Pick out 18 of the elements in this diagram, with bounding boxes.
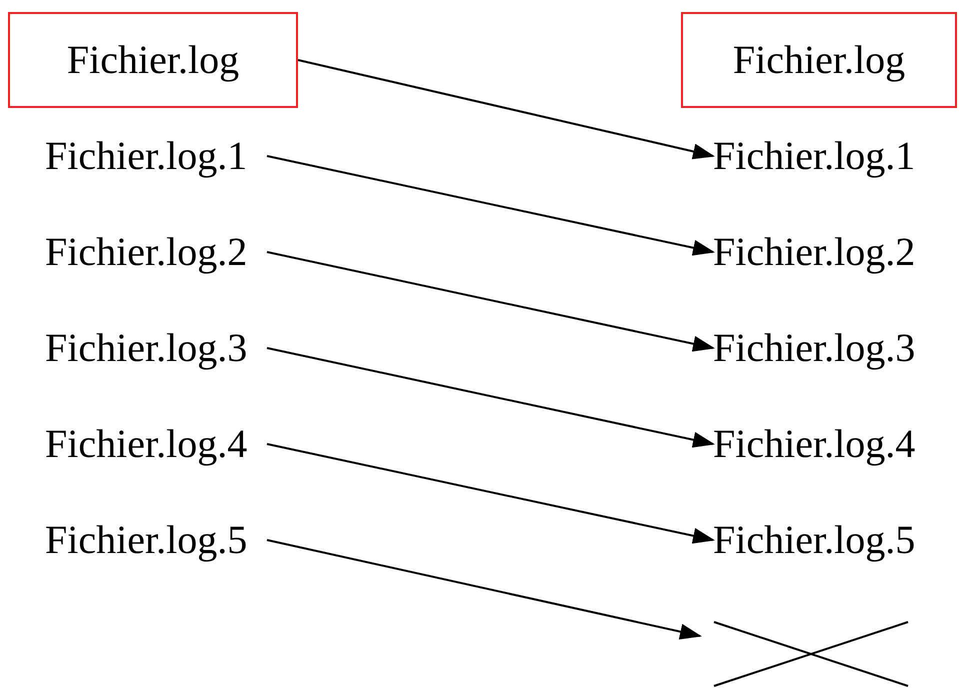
- file-box: Fichier.log: [681, 12, 957, 108]
- file-label: Fichier.log.2: [713, 227, 935, 277]
- file-label: Fichier.log.4: [45, 419, 267, 469]
- file-label: Fichier.log.4: [713, 419, 935, 469]
- file-label: Fichier.log.3: [713, 323, 935, 373]
- arrow: [266, 347, 715, 448]
- arrow: [266, 155, 715, 256]
- file-label: Fichier.log.3: [45, 323, 267, 373]
- arrow: [266, 443, 715, 544]
- arrow: [298, 59, 715, 160]
- arrow: [266, 539, 702, 640]
- file-label: Fichier.log.5: [713, 515, 935, 565]
- file-label: Fichier.log.1: [45, 131, 267, 181]
- file-label: Fichier.log.5: [45, 515, 267, 565]
- file-label: Fichier.log.1: [713, 131, 935, 181]
- file-box: Fichier.log: [8, 12, 298, 108]
- file-label: Fichier.log.2: [45, 227, 267, 277]
- arrow: [266, 251, 715, 352]
